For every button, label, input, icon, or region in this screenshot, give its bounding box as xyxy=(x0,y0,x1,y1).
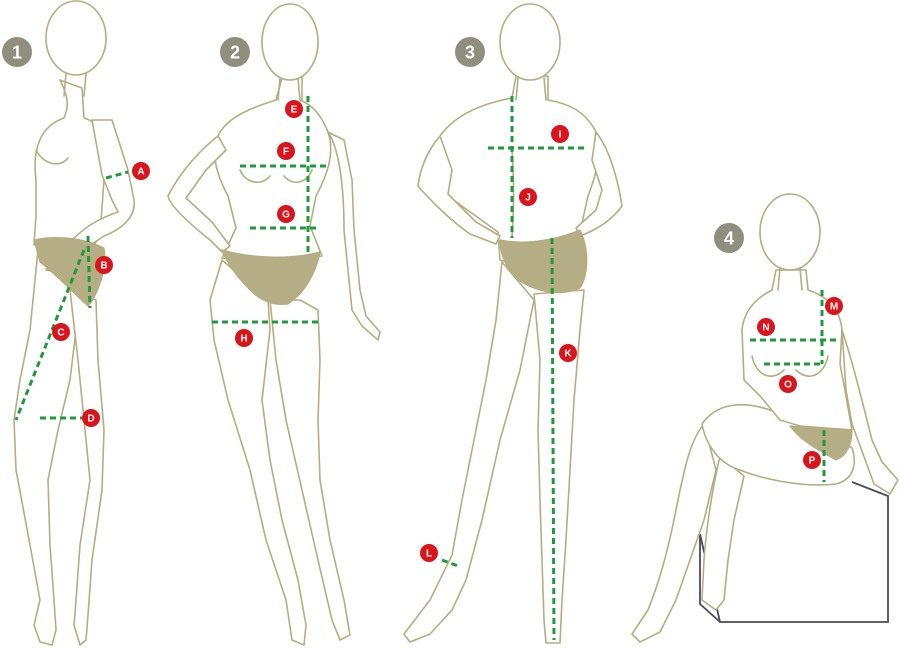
label-m: M xyxy=(830,302,838,313)
figure-number-badge-4: 4 xyxy=(714,223,744,253)
label-badge-c: C xyxy=(52,323,70,341)
label-badge-f: F xyxy=(277,142,295,160)
label-k: K xyxy=(564,349,572,360)
measure-line-k xyxy=(550,237,556,641)
label-f: F xyxy=(283,147,289,158)
label-badge-p: P xyxy=(803,451,821,469)
measure-line-l xyxy=(441,558,459,568)
figure-number-1: 1 xyxy=(12,43,22,63)
label-badge-d: D xyxy=(82,409,100,427)
figure-number-badge-3: 3 xyxy=(455,37,485,67)
figure-number-2: 2 xyxy=(230,43,240,63)
label-badge-j: J xyxy=(519,188,537,206)
measure-line-c xyxy=(14,249,86,421)
figure-number-badge-2: 2 xyxy=(220,37,250,67)
measure-line-a xyxy=(105,170,129,180)
label-badge-o: O xyxy=(779,375,797,393)
figure-2-mannequin xyxy=(167,3,381,646)
figure-number-badge-1: 1 xyxy=(2,37,32,67)
label-l: L xyxy=(426,549,432,560)
label-b: B xyxy=(100,261,107,272)
measure-line-b xyxy=(86,235,92,309)
label-i: I xyxy=(559,130,562,141)
label-badge-i: I xyxy=(551,125,569,143)
label-badge-a: A xyxy=(132,162,150,180)
label-c: C xyxy=(57,328,64,339)
label-badge-e: E xyxy=(285,100,303,118)
figure-3-mannequin xyxy=(403,3,623,644)
label-a: A xyxy=(137,167,144,178)
label-badge-g: G xyxy=(277,205,295,223)
label-badge-b: B xyxy=(95,256,113,274)
figure-number-3: 3 xyxy=(465,43,475,63)
label-g: G xyxy=(282,210,290,221)
label-d: D xyxy=(87,414,94,425)
label-badge-h: H xyxy=(235,329,253,347)
label-n: N xyxy=(762,323,769,334)
figure-1-mannequin xyxy=(13,0,135,646)
label-badge-k: K xyxy=(559,344,577,362)
label-badge-n: N xyxy=(757,318,775,336)
label-badge-m: M xyxy=(825,297,843,315)
figure-4-mannequin xyxy=(631,193,899,643)
label-p: P xyxy=(809,456,816,467)
label-e: E xyxy=(291,105,298,116)
label-j: J xyxy=(525,193,531,204)
figure-number-4: 4 xyxy=(724,229,734,249)
label-badge-l: L xyxy=(420,544,438,562)
label-h: H xyxy=(240,334,247,345)
label-o: O xyxy=(784,380,792,391)
